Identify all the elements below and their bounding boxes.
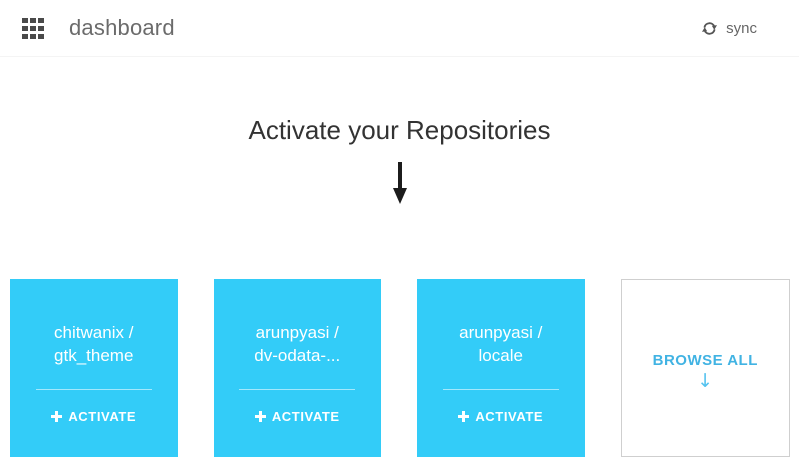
browse-all-label: BROWSE ALL (652, 352, 758, 370)
browse-all-card[interactable]: BROWSE ALL ↓ (620, 279, 790, 457)
repo-name: arunpyasi / locale (459, 321, 542, 367)
activate-label: ACTIVATE (68, 409, 137, 424)
plus-icon (458, 411, 470, 422)
repositories-row: chitwanix / gtk_theme ACTIVATE arunpyasi… (0, 279, 799, 457)
card-divider (442, 389, 559, 390)
repo-card: arunpyasi / locale ACTIVATE (417, 279, 585, 457)
repo-title: locale (478, 346, 523, 365)
header: dashboard sync (0, 0, 799, 57)
browse-down-arrow-icon: ↓ (697, 370, 714, 393)
card-divider (239, 389, 356, 390)
activate-label: ACTIVATE (475, 409, 544, 424)
repo-owner: chitwanix / (54, 323, 134, 342)
hero-section: Activate your Repositories (0, 115, 799, 204)
sync-icon (702, 21, 718, 35)
activate-button[interactable]: ACTIVATE (251, 407, 344, 426)
repo-owner: arunpyasi / (255, 323, 339, 342)
plus-icon (51, 411, 63, 422)
page-title: dashboard (69, 15, 175, 40)
activate-button[interactable]: ACTIVATE (454, 407, 547, 426)
plus-icon (254, 411, 266, 422)
card-divider (35, 389, 152, 390)
repo-title: gtk_theme (54, 346, 134, 365)
apps-grid-icon[interactable] (22, 17, 44, 39)
activate-button[interactable]: ACTIVATE (47, 407, 140, 426)
activate-label: ACTIVATE (271, 409, 340, 424)
sync-label: sync (726, 19, 757, 37)
sync-button[interactable]: sync (702, 20, 757, 37)
repo-owner: arunpyasi / (459, 323, 543, 342)
repo-title: dv-odata-... (254, 346, 341, 365)
repo-name: chitwanix / gtk_theme (54, 321, 133, 367)
repo-card: arunpyasi / dv-odata-... ACTIVATE (213, 279, 381, 457)
repo-card: chitwanix / gtk_theme ACTIVATE (10, 279, 178, 457)
down-arrow-icon (392, 162, 407, 204)
repo-name: arunpyasi / dv-odata-... (254, 321, 340, 367)
page-heading: Activate your Repositories (248, 115, 551, 145)
